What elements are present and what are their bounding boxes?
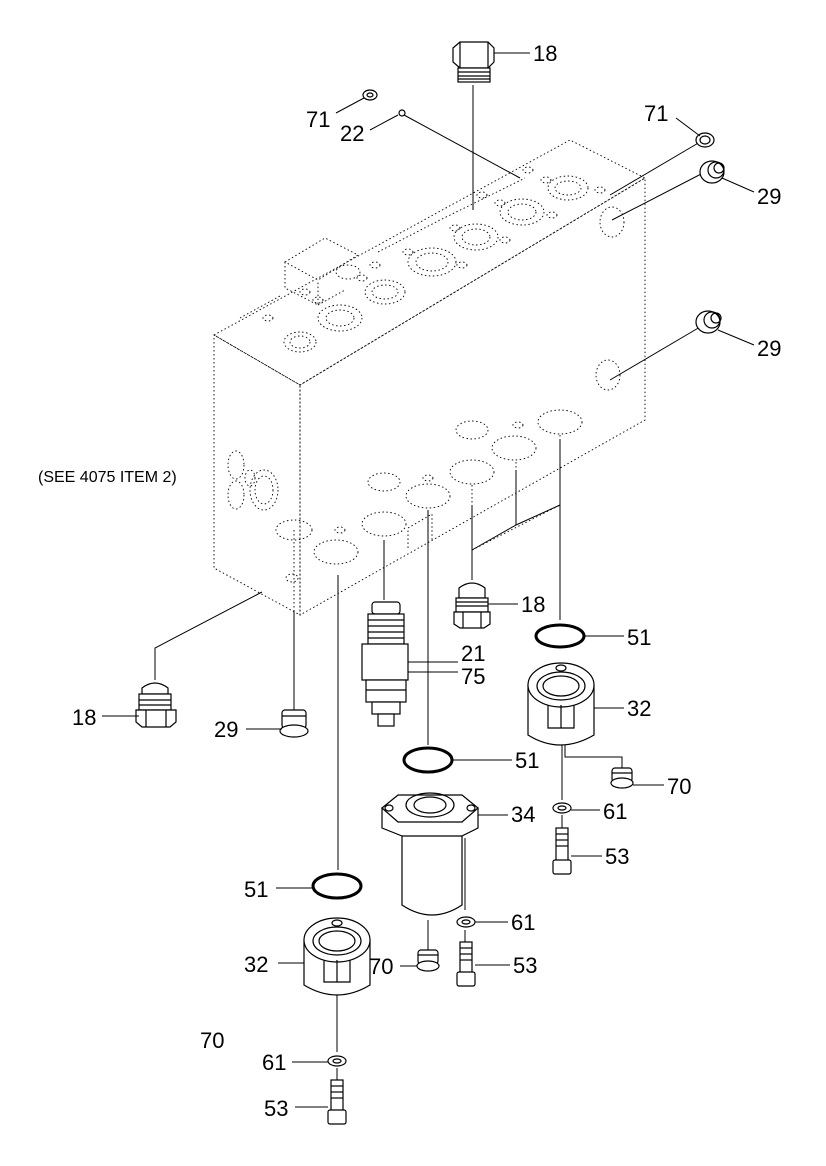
callout-34: 34 — [511, 802, 535, 827]
plug-side-upper — [699, 160, 725, 184]
plug-side-lower — [695, 310, 722, 334]
callout-70-cover-right: 70 — [667, 774, 691, 799]
callout-18-front-right: 18 — [521, 592, 545, 617]
callout-61-middle: 61 — [511, 910, 535, 935]
cover-right — [527, 662, 595, 746]
center-lines — [154, 85, 706, 1080]
top-ports — [262, 166, 606, 353]
callout-51-left: 51 — [244, 877, 268, 902]
callout-70-stray: 70 — [200, 1028, 224, 1053]
hex-plug-top — [452, 41, 495, 83]
callout-29-bottom: 29 — [214, 717, 238, 742]
callout-21: 21 — [461, 641, 485, 666]
callout-61-left: 61 — [262, 1050, 286, 1075]
plug-filter — [416, 949, 440, 972]
washer-right — [552, 802, 572, 814]
right-ports — [595, 206, 625, 391]
o-ring-right — [534, 623, 586, 649]
callout-75: 75 — [461, 664, 485, 689]
callout-29-upper: 29 — [757, 184, 781, 209]
callout-61-right: 61 — [603, 799, 627, 824]
plug-cover-right — [610, 767, 634, 789]
bolt-right — [552, 827, 572, 875]
callout-71-left: 71 — [306, 107, 330, 132]
washer-middle — [456, 916, 476, 928]
plug-bottom-mid — [279, 709, 309, 738]
small-plug-top-left — [362, 89, 378, 101]
hex-plug-bottom-left — [135, 682, 177, 728]
reference-note: (SEE 4075 ITEM 2) — [38, 469, 177, 486]
o-ring-left — [311, 872, 363, 900]
callout-51-right: 51 — [627, 625, 651, 650]
callout-53-left: 53 — [264, 1096, 288, 1121]
callout-18-bottom-left: 18 — [72, 705, 96, 730]
callout-53-right: 53 — [605, 844, 629, 869]
small-plug-top-right — [695, 132, 715, 148]
callout-29-lower: 29 — [757, 336, 781, 361]
callout-32-right: 32 — [627, 696, 651, 721]
o-ring-middle — [402, 746, 454, 774]
callout-53-middle: 53 — [513, 953, 537, 978]
bolt-left — [327, 1079, 347, 1125]
callout-71-right: 71 — [644, 101, 668, 126]
callout-32-left: 32 — [244, 952, 268, 977]
filter-housing — [381, 792, 479, 916]
bolt-middle — [456, 941, 476, 987]
callout-22: 22 — [340, 121, 364, 146]
callout-51-middle: 51 — [515, 748, 539, 773]
hex-plug-front-right — [453, 582, 491, 629]
orifice-pin — [398, 109, 406, 117]
callout-labels: 18 71 22 71 29 29 18 51 21 75 32 18 29 5… — [72, 41, 781, 1121]
bottom-ports — [275, 409, 583, 612]
callout-70-filter: 70 — [369, 954, 393, 979]
cover-left — [303, 917, 371, 996]
washer-left — [327, 1055, 347, 1067]
callout-18-top: 18 — [533, 41, 557, 66]
leader-lines — [102, 52, 755, 1108]
valve-cartridge — [361, 601, 409, 727]
valve-block — [213, 85, 646, 616]
front-ports — [227, 450, 279, 511]
